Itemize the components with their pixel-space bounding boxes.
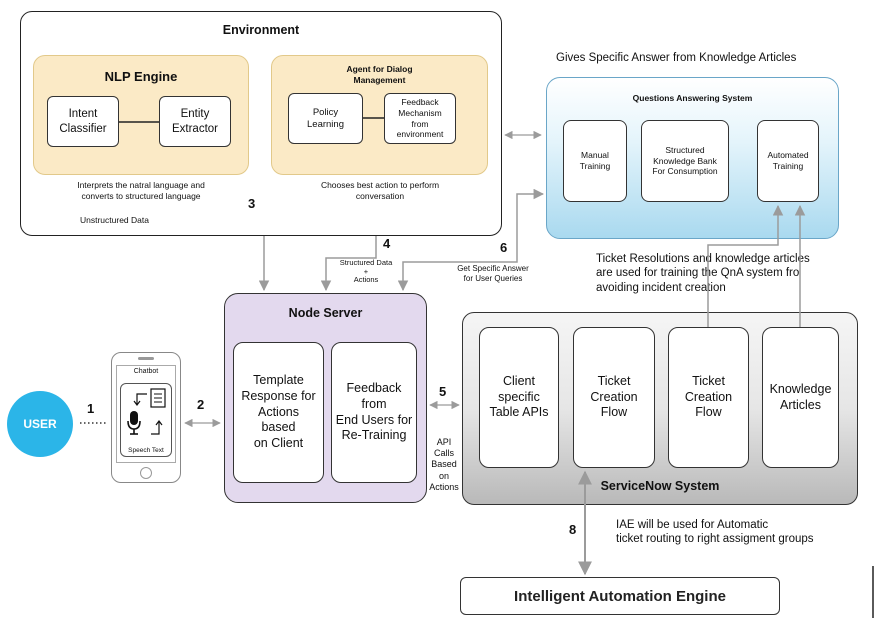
structured-actions-label: Structured Data + Actions bbox=[326, 257, 406, 287]
document-icon bbox=[150, 388, 166, 408]
automated-training-box: Automated Training bbox=[757, 120, 819, 202]
template-response-box: Template Response for Actions based on C… bbox=[233, 342, 324, 483]
step-6-label: 6 bbox=[500, 240, 508, 255]
environment-title: Environment bbox=[222, 23, 300, 38]
nlp-caption: Interprets the natral language and conve… bbox=[77, 180, 205, 201]
intent-classifier-box: Intent Classifier bbox=[47, 96, 119, 147]
phone-caption: Speech Text bbox=[128, 446, 164, 454]
step-5-label: 5 bbox=[439, 384, 447, 399]
step-4-label: 4 bbox=[383, 236, 391, 251]
unstructured-data-label: Unstructured Data bbox=[80, 215, 149, 225]
api-calls-label: API Calls Based on Actions bbox=[429, 436, 459, 492]
user-circle: USER bbox=[7, 391, 73, 457]
entity-extractor-box: Entity Extractor bbox=[159, 96, 231, 147]
step-8-label: 8 bbox=[569, 522, 577, 537]
get-specific-answer-label: Get Specific Answer for User Queries bbox=[457, 263, 529, 283]
structured-knowledge-bank-box: Structured Knowledge Bank For Consumptio… bbox=[641, 120, 729, 202]
policy-learning-box: Policy Learning bbox=[288, 93, 363, 144]
ticket-creation-flow-2-box: Ticket Creation Flow bbox=[668, 327, 749, 468]
knowledge-articles-box: Knowledge Articles bbox=[762, 327, 839, 468]
iae-note: IAE will be used for Automatic ticket ro… bbox=[616, 519, 814, 546]
step-1-label: 1 bbox=[87, 401, 95, 416]
nlp-engine-title: NLP Engine bbox=[104, 68, 178, 84]
iae-box: Intelligent Automation Engine bbox=[460, 577, 780, 615]
convert-arrows-icon bbox=[129, 392, 169, 437]
phone-title: Chatbot bbox=[133, 368, 159, 375]
step-2-label: 2 bbox=[197, 397, 205, 412]
servicenow-title: ServiceNow System bbox=[600, 479, 720, 494]
feedback-mechanism-box: Feedback Mechanism from environment bbox=[384, 93, 456, 144]
phone-speaker bbox=[138, 357, 154, 360]
manual-training-box: Manual Training bbox=[563, 120, 627, 202]
phone-inner-frame bbox=[120, 383, 172, 457]
qa-header-note: Gives Specific Answer from Knowledge Art… bbox=[556, 52, 797, 64]
feedback-end-users-box: Feedback from End Users for Re-Training bbox=[331, 342, 417, 483]
dialog-agent-title: Agent for Dialog Management bbox=[346, 64, 413, 85]
ticket-creation-flow-1-box: Ticket Creation Flow bbox=[573, 327, 655, 468]
node-server-title: Node Server bbox=[288, 306, 363, 321]
client-table-apis-box: Client specific Table APIs bbox=[479, 327, 559, 468]
qa-ticket-note: Ticket Resolutions and knowledge article… bbox=[596, 253, 810, 294]
qa-system-title: Questions Answering System bbox=[632, 92, 753, 103]
phone-screen bbox=[116, 365, 176, 463]
step-3-label: 3 bbox=[248, 196, 256, 211]
dialog-caption: Chooses best action to perform conversat… bbox=[320, 180, 440, 201]
microphone-icon bbox=[126, 410, 142, 436]
phone-home-button bbox=[140, 467, 152, 479]
